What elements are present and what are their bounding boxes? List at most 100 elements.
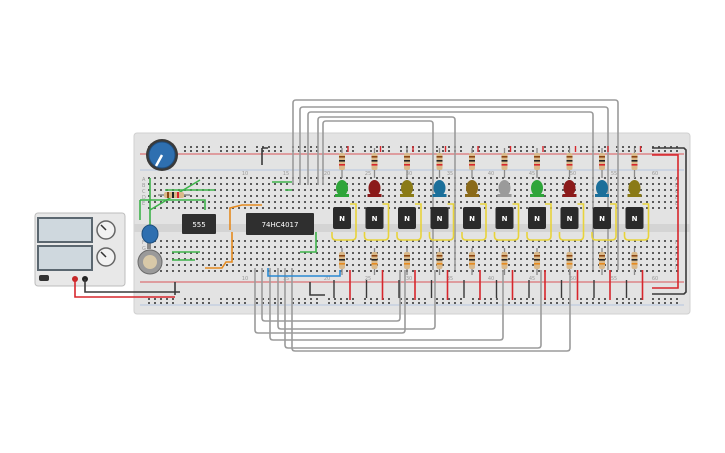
breadboard-hole[interactable] (184, 246, 186, 248)
breadboard-hole[interactable] (658, 298, 660, 300)
breadboard-hole[interactable] (538, 246, 540, 248)
breadboard-hole[interactable] (502, 246, 504, 248)
breadboard-hole[interactable] (160, 298, 162, 300)
breadboard-hole[interactable] (526, 195, 528, 197)
breadboard-hole[interactable] (322, 195, 324, 197)
breadboard-hole[interactable] (520, 177, 522, 179)
breadboard-hole[interactable] (454, 302, 456, 304)
breadboard-hole[interactable] (370, 264, 372, 266)
breadboard-hole[interactable] (520, 240, 522, 242)
breadboard-hole[interactable] (640, 252, 642, 254)
breadboard-hole[interactable] (364, 258, 366, 260)
breadboard-hole[interactable] (358, 195, 360, 197)
breadboard-hole[interactable] (520, 264, 522, 266)
breadboard-hole[interactable] (676, 189, 678, 191)
breadboard-hole[interactable] (298, 298, 300, 300)
breadboard-hole[interactable] (544, 146, 546, 148)
breadboard-hole[interactable] (286, 195, 288, 197)
breadboard-hole[interactable] (244, 195, 246, 197)
breadboard-hole[interactable] (640, 240, 642, 242)
breadboard-hole[interactable] (520, 146, 522, 148)
breadboard-hole[interactable] (196, 252, 198, 254)
breadboard-hole[interactable] (550, 177, 552, 179)
breadboard-hole[interactable] (190, 270, 192, 272)
breadboard-hole[interactable] (388, 146, 390, 148)
breadboard-hole[interactable] (514, 270, 516, 272)
breadboard-hole[interactable] (676, 246, 678, 248)
breadboard-hole[interactable] (598, 298, 600, 300)
breadboard-hole[interactable] (310, 240, 312, 242)
breadboard-hole[interactable] (190, 201, 192, 203)
breadboard-hole[interactable] (244, 150, 246, 152)
breadboard-hole[interactable] (490, 246, 492, 248)
breadboard-hole[interactable] (604, 201, 606, 203)
breadboard-hole[interactable] (412, 270, 414, 272)
breadboard-hole[interactable] (574, 183, 576, 185)
breadboard-hole[interactable] (634, 146, 636, 148)
breadboard-hole[interactable] (358, 201, 360, 203)
breadboard-hole[interactable] (598, 246, 600, 248)
breadboard-hole[interactable] (400, 189, 402, 191)
breadboard-hole[interactable] (232, 246, 234, 248)
breadboard-hole[interactable] (562, 270, 564, 272)
breadboard-hole[interactable] (304, 177, 306, 179)
breadboard-hole[interactable] (460, 302, 462, 304)
breadboard-hole[interactable] (196, 258, 198, 260)
breadboard-hole[interactable] (412, 201, 414, 203)
breadboard-hole[interactable] (448, 264, 450, 266)
breadboard-hole[interactable] (364, 189, 366, 191)
breadboard-hole[interactable] (214, 201, 216, 203)
breadboard-hole[interactable] (376, 177, 378, 179)
breadboard-hole[interactable] (604, 246, 606, 248)
breadboard-hole[interactable] (304, 150, 306, 152)
breadboard-hole[interactable] (238, 298, 240, 300)
breadboard-hole[interactable] (616, 207, 618, 209)
breadboard-hole[interactable] (670, 264, 672, 266)
breadboard-hole[interactable] (394, 201, 396, 203)
breadboard-hole[interactable] (238, 201, 240, 203)
breadboard-hole[interactable] (610, 201, 612, 203)
breadboard-hole[interactable] (562, 258, 564, 260)
breadboard-hole[interactable] (214, 258, 216, 260)
breadboard-hole[interactable] (262, 302, 264, 304)
breadboard-hole[interactable] (328, 146, 330, 148)
breadboard-hole[interactable] (490, 195, 492, 197)
breadboard-hole[interactable] (322, 189, 324, 191)
breadboard-hole[interactable] (598, 270, 600, 272)
breadboard-hole[interactable] (196, 240, 198, 242)
breadboard-hole[interactable] (196, 150, 198, 152)
breadboard-hole[interactable] (196, 246, 198, 248)
breadboard-hole[interactable] (478, 150, 480, 152)
breadboard-hole[interactable] (196, 201, 198, 203)
breadboard-hole[interactable] (382, 264, 384, 266)
breadboard-hole[interactable] (616, 146, 618, 148)
breadboard-hole[interactable] (580, 146, 582, 148)
breadboard-hole[interactable] (586, 177, 588, 179)
breadboard-hole[interactable] (436, 302, 438, 304)
breadboard-hole[interactable] (328, 183, 330, 185)
breadboard-hole[interactable] (166, 177, 168, 179)
breadboard-hole[interactable] (244, 146, 246, 148)
breadboard-hole[interactable] (226, 207, 228, 209)
breadboard-hole[interactable] (604, 298, 606, 300)
breadboard-hole[interactable] (478, 146, 480, 148)
breadboard-hole[interactable] (574, 201, 576, 203)
breadboard-hole[interactable] (460, 183, 462, 185)
breadboard-hole[interactable] (586, 201, 588, 203)
breadboard-hole[interactable] (166, 246, 168, 248)
breadboard-hole[interactable] (658, 240, 660, 242)
breadboard-hole[interactable] (310, 264, 312, 266)
breadboard-hole[interactable] (622, 207, 624, 209)
breadboard-hole[interactable] (466, 252, 468, 254)
breadboard-hole[interactable] (208, 240, 210, 242)
breadboard-hole[interactable] (394, 183, 396, 185)
breadboard-hole[interactable] (460, 270, 462, 272)
breadboard-hole[interactable] (190, 207, 192, 209)
breadboard-hole[interactable] (226, 258, 228, 260)
breadboard-hole[interactable] (538, 201, 540, 203)
breadboard-hole[interactable] (346, 150, 348, 152)
breadboard-hole[interactable] (424, 207, 426, 209)
breadboard-hole[interactable] (622, 302, 624, 304)
breadboard-hole[interactable] (562, 146, 564, 148)
breadboard-hole[interactable] (250, 201, 252, 203)
